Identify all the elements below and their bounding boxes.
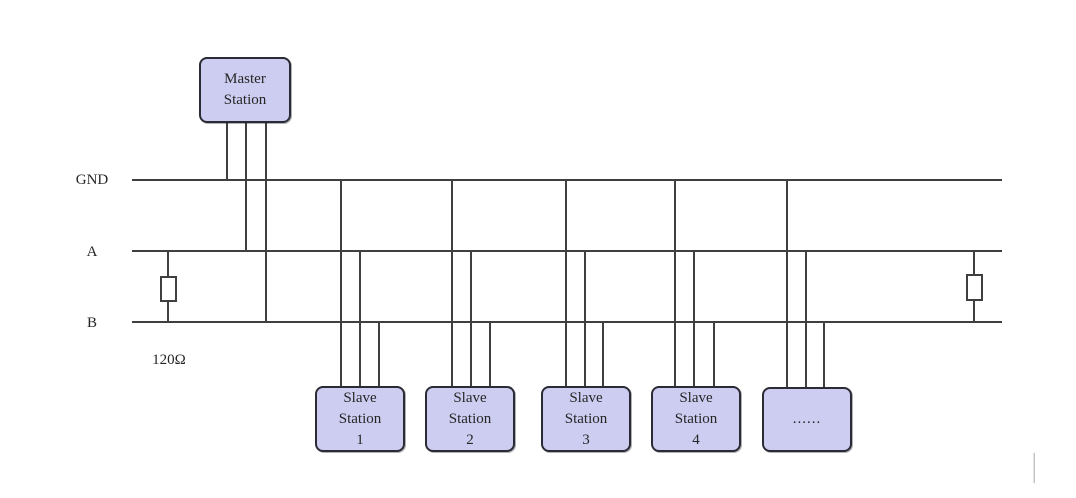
slave-station-2-label-line1: Slave: [453, 389, 487, 406]
slave-station-3-node: Slave Station 3: [541, 386, 631, 452]
slave-station-1-label-line1: Slave: [343, 389, 377, 406]
master-station-node: Master Station: [199, 57, 291, 123]
slave-station-4-node: Slave Station 4: [651, 386, 741, 452]
gnd-bus-label: GND: [75, 172, 109, 188]
slave-station-1-node: Slave Station 1: [315, 386, 405, 452]
slave-station-2-node: Slave Station 2: [425, 386, 515, 452]
more-stations-label: ......: [792, 411, 822, 427]
b-bus-label: B: [86, 315, 97, 331]
slave-station-3-label-line1: Slave: [569, 389, 603, 406]
slave-station-1-label-line3: 1: [356, 431, 364, 448]
slave-station-1-label-line2: Station: [338, 410, 382, 427]
a-bus-label: A: [86, 244, 98, 260]
termination-resistance-label: 120Ω: [152, 352, 186, 368]
slave-station-3-label-line3: 3: [582, 431, 590, 448]
slave-station-4-label-line3: 4: [692, 431, 700, 448]
slave-station-4-label-line1: Slave: [679, 389, 713, 406]
slave-station-2-label-line2: Station: [448, 410, 492, 427]
master-station-label-line2: Station: [223, 92, 267, 108]
master-station-label-line1: Master: [224, 71, 266, 87]
slave-station-2-label-line3: 2: [466, 431, 474, 448]
left-terminator-resistor: [160, 276, 177, 302]
more-stations-node: ......: [762, 387, 852, 452]
right-terminator-resistor: [966, 274, 983, 301]
slave-station-4-label-line2: Station: [674, 410, 718, 427]
slave-station-3-label-line2: Station: [564, 410, 608, 427]
